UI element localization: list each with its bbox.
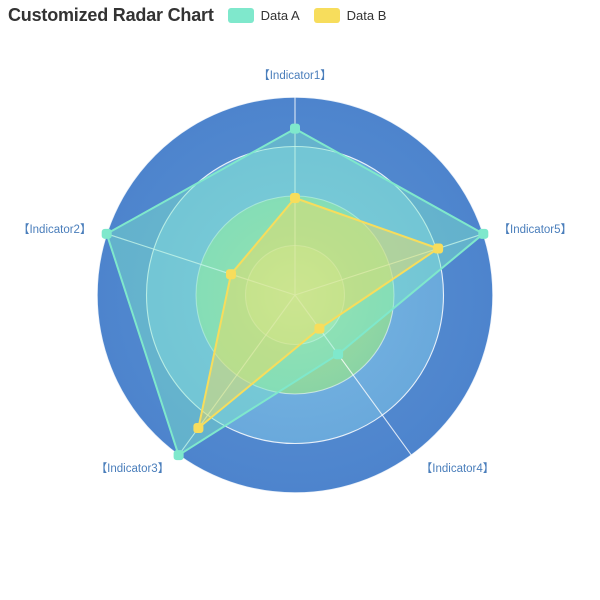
axis-label-3: 【Indicator4】: [421, 462, 495, 475]
data-point-data-a-3[interactable]: [333, 349, 344, 360]
axis-label-1: 【Indicator1】: [258, 69, 332, 82]
data-point-data-a-1[interactable]: [290, 123, 300, 134]
data-point-data-b-4[interactable]: [193, 422, 204, 433]
data-point-data-a-2[interactable]: [478, 228, 489, 239]
data-point-data-a-4[interactable]: [173, 450, 184, 461]
axis-line-3: [294, 294, 412, 456]
data-point-data-b-2[interactable]: [433, 243, 444, 254]
axis-line-5: [106, 233, 296, 296]
series-area-data-a: [105, 127, 485, 457]
data-point-data-a-5[interactable]: [101, 228, 112, 239]
data-point-data-b-1[interactable]: [290, 192, 300, 203]
series-area-data-b: [197, 197, 440, 429]
radar-series-points: [101, 123, 489, 461]
axis-label-4: 【Indicator3】: [96, 462, 170, 475]
axis-line-2: [294, 233, 484, 296]
radar-series-areas: [105, 127, 485, 457]
data-point-data-b-5[interactable]: [225, 269, 236, 280]
axis-label-5: 【Indicator2】: [18, 223, 92, 236]
data-point-data-b-3[interactable]: [314, 323, 325, 334]
radar-axis-labels: 【Indicator1】【Indicator5】【Indicator4】 【Ind…: [18, 69, 572, 475]
axis-label-2: 【Indicator5】: [499, 223, 573, 236]
